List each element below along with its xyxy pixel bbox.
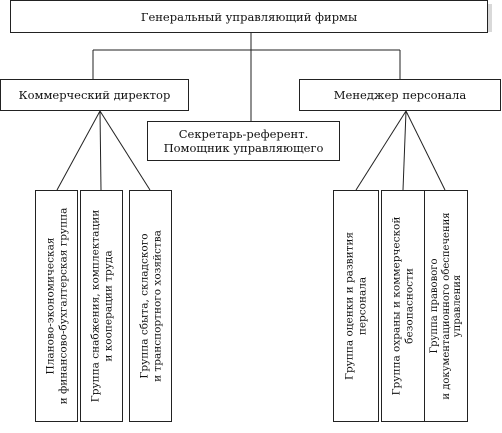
connector-left-fan-3 <box>99 110 151 191</box>
left-group-2-line-1: Группа снабжения, комплектации <box>89 209 101 403</box>
left-group-1-line-2: и финансово-бухгалтерская группа <box>56 207 69 405</box>
right-group-2-line-1: Группа охраны и коммерческой <box>390 216 403 396</box>
connector-left-fan-1 <box>56 110 101 191</box>
left-group-2-line-2: и кооперации труда <box>101 250 114 362</box>
left-head-label: Коммерческий директор <box>18 88 171 102</box>
connector-right-fan-2 <box>402 110 407 191</box>
left-group-1-box: Планово-экономическая и финансово-бухгал… <box>35 190 78 422</box>
right-group-3-line-2: и документационного обеспечения <box>440 212 452 400</box>
connector-right-fan-1 <box>355 110 407 191</box>
root-label: Генеральный управляющий фирмы <box>140 9 358 24</box>
right-group-3-line-3: управления <box>451 274 463 338</box>
connector-left-fan-2 <box>99 110 102 191</box>
right-group-1-line-2: персонала <box>356 276 368 336</box>
center-line-2: Помощник управляющего <box>163 141 324 155</box>
left-head-box: Коммерческий директор <box>0 79 189 111</box>
left-group-2-box: Группа снабжения, комплектации и коопера… <box>80 190 123 422</box>
right-group-2-box: Группа охраны и коммерческой безопасност… <box>381 190 425 422</box>
center-box: Секретарь-референт. Помощник управляющег… <box>147 121 340 161</box>
right-group-1-box: Группа оценки и развития персонала <box>333 190 379 422</box>
left-group-3-line-2: и транспортного хозяйства <box>150 230 163 382</box>
connector-right-fan-3 <box>405 110 446 191</box>
right-group-3-box: Группа правового и документационного обе… <box>424 190 468 422</box>
right-head-box: Менеджер персонала <box>299 79 501 111</box>
left-group-1-line-1: Планово-экономическая <box>44 237 56 375</box>
right-group-1-line-1: Группа оценки и развития <box>343 231 356 381</box>
root-box: Генеральный управляющий фирмы <box>10 0 488 33</box>
center-line-1: Секретарь-референт. <box>178 127 309 141</box>
left-group-3-box: Группа сбыта, складского и транспортного… <box>129 190 172 422</box>
left-group-3-line-1: Группа сбыта, складского <box>138 233 150 379</box>
right-head-label: Менеджер персонала <box>333 88 467 102</box>
right-group-3-line-1: Группа правового <box>428 258 440 354</box>
right-group-2-line-2: безопасности <box>403 268 415 344</box>
